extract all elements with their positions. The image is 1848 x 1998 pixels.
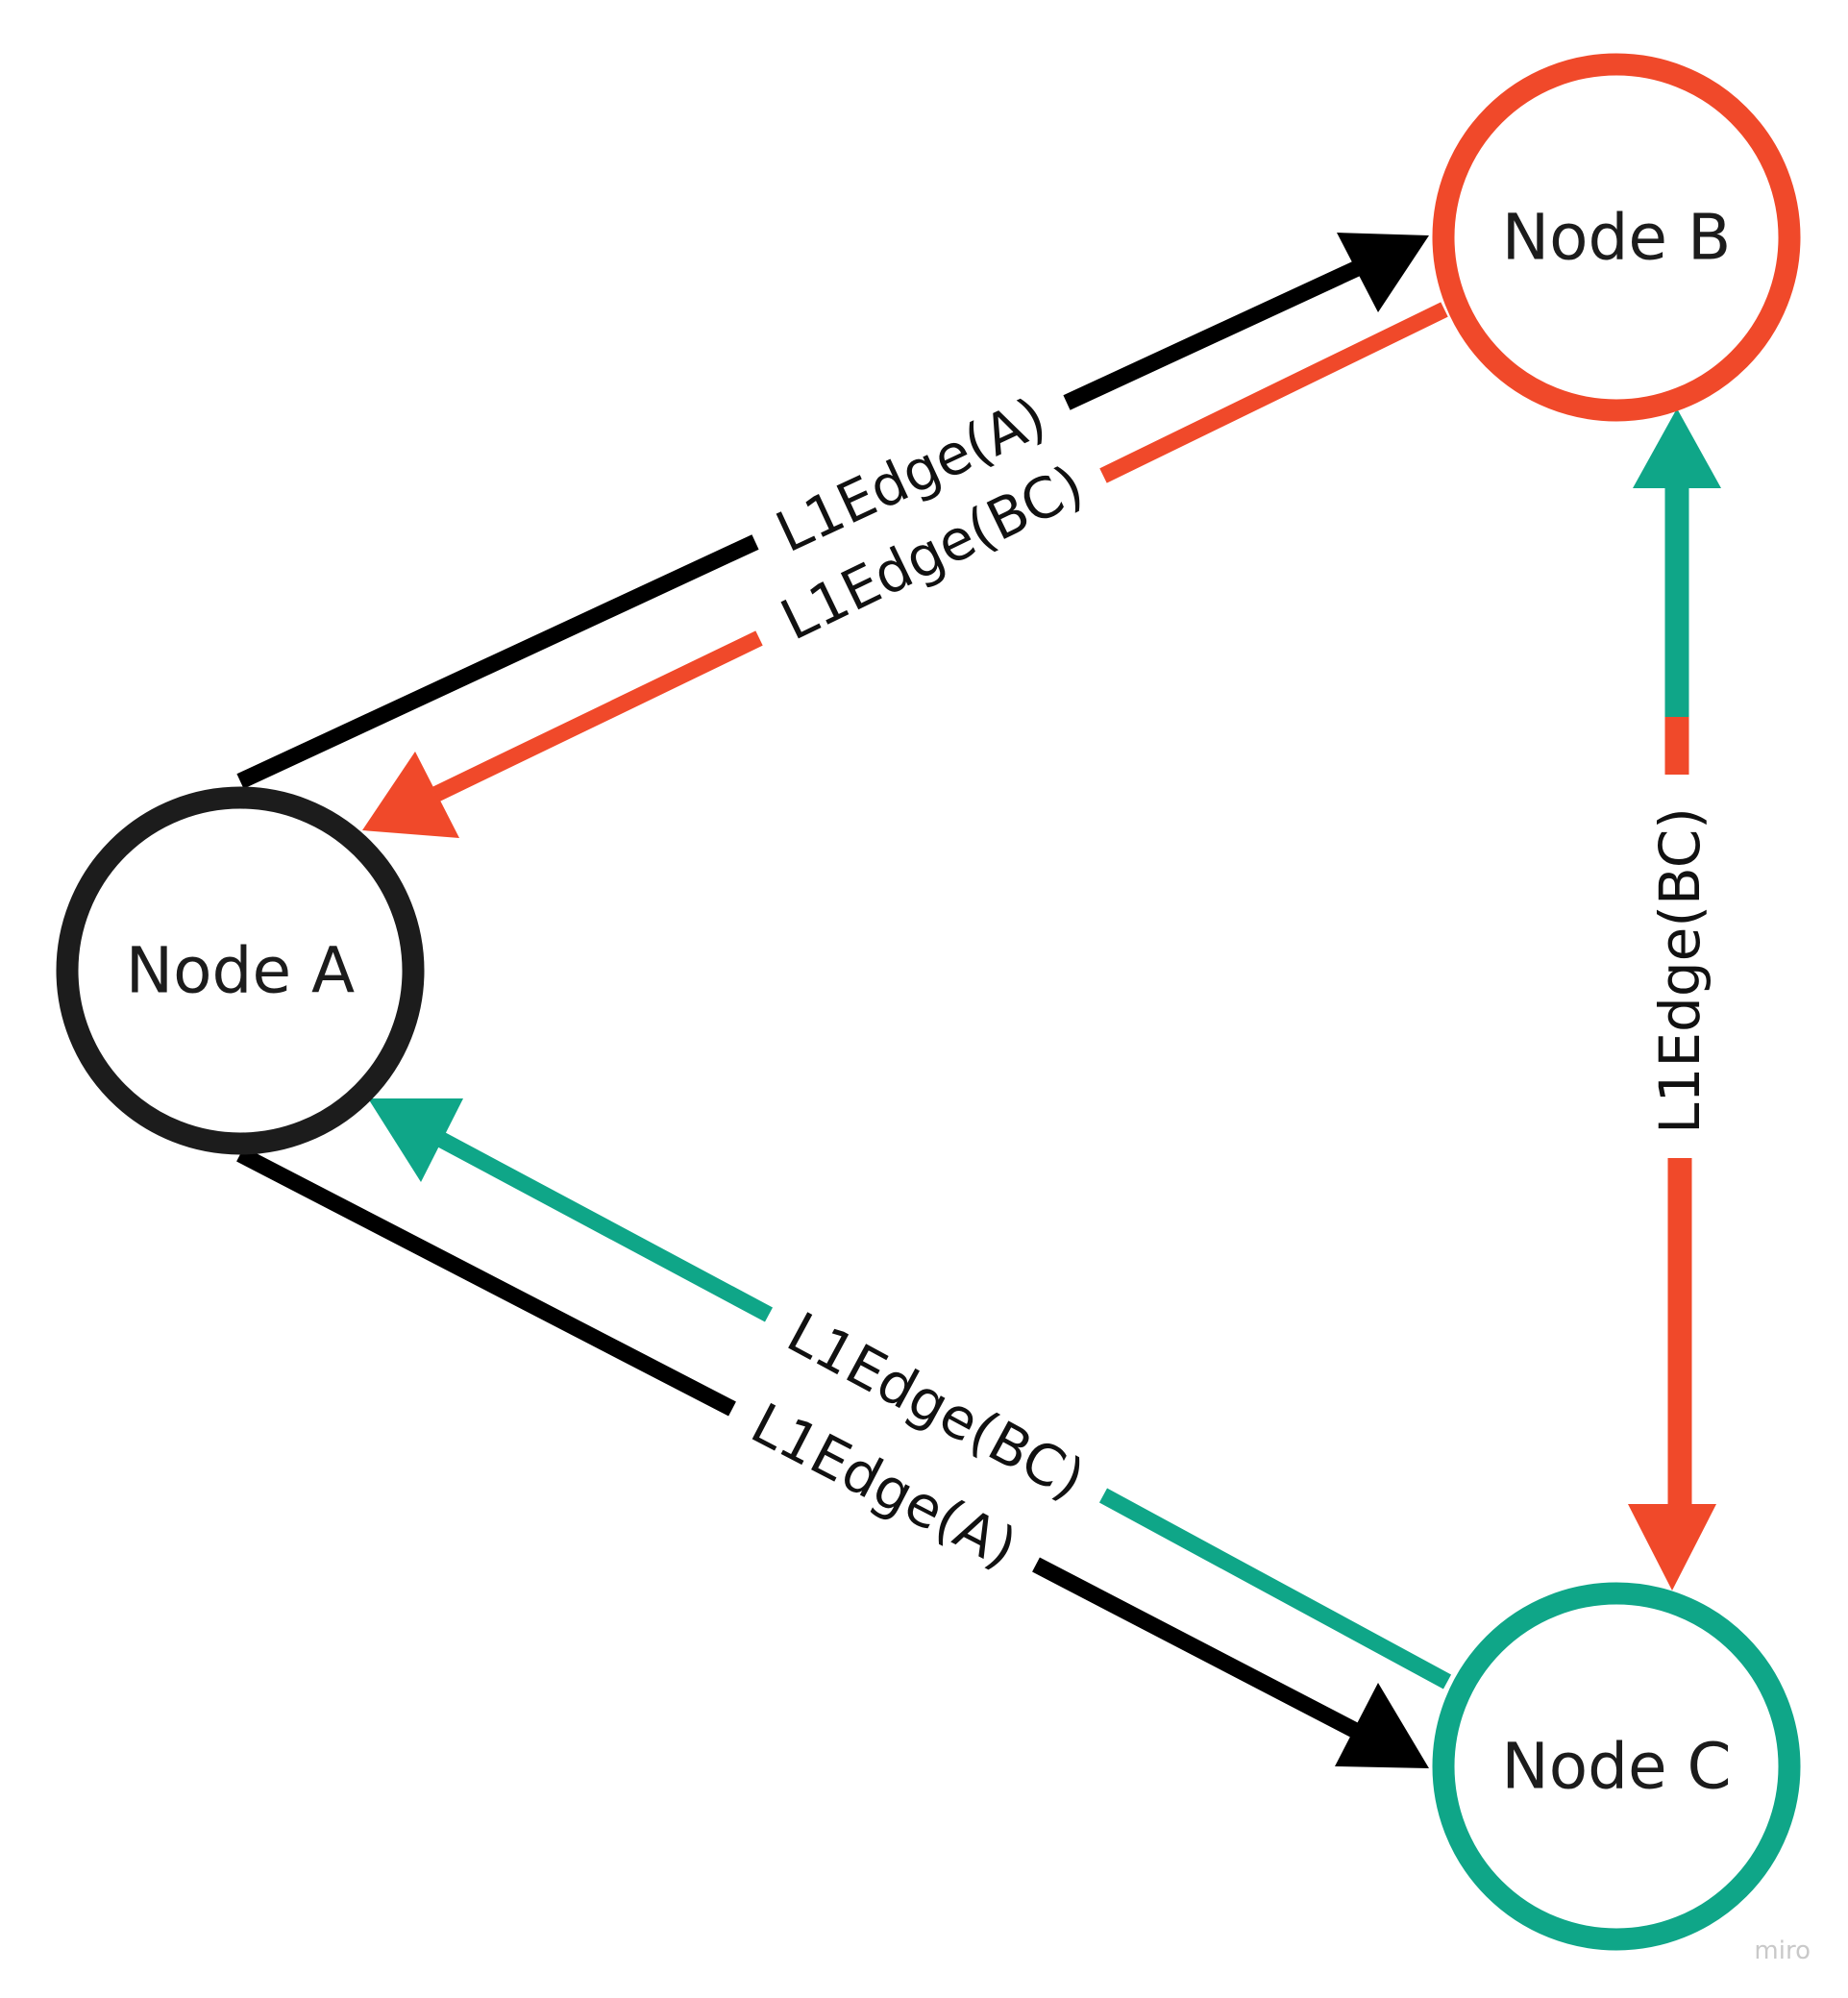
arrowhead	[1335, 1683, 1429, 1768]
miro-watermark: miro	[1754, 1936, 1811, 1965]
node-c-label: Node C	[1501, 1730, 1731, 1804]
edge-a-to-c[interactable]	[236, 1147, 1429, 1768]
arrowhead	[1628, 1504, 1716, 1591]
arrowhead	[362, 752, 459, 838]
arrowhead	[1633, 408, 1721, 488]
edge-c-to-a[interactable]	[368, 1098, 1452, 1690]
edge-a-to-b[interactable]	[236, 233, 1429, 789]
node-b-label: Node B	[1502, 201, 1732, 275]
edge-b-to-a[interactable]	[362, 302, 1448, 838]
arrowhead	[368, 1098, 463, 1182]
edge-c-to-b[interactable]	[1633, 408, 1721, 717]
node-c[interactable]: Node C	[1432, 1582, 1801, 1951]
edge-b-to-c[interactable]	[1628, 717, 1716, 1591]
node-a-label: Node A	[126, 934, 355, 1008]
edge-label-b-to-c: L1Edge(BC)	[1647, 807, 1712, 1134]
node-a[interactable]: Node A	[56, 786, 425, 1155]
arrowhead	[1337, 233, 1429, 312]
node-b[interactable]: Node B	[1432, 53, 1801, 422]
